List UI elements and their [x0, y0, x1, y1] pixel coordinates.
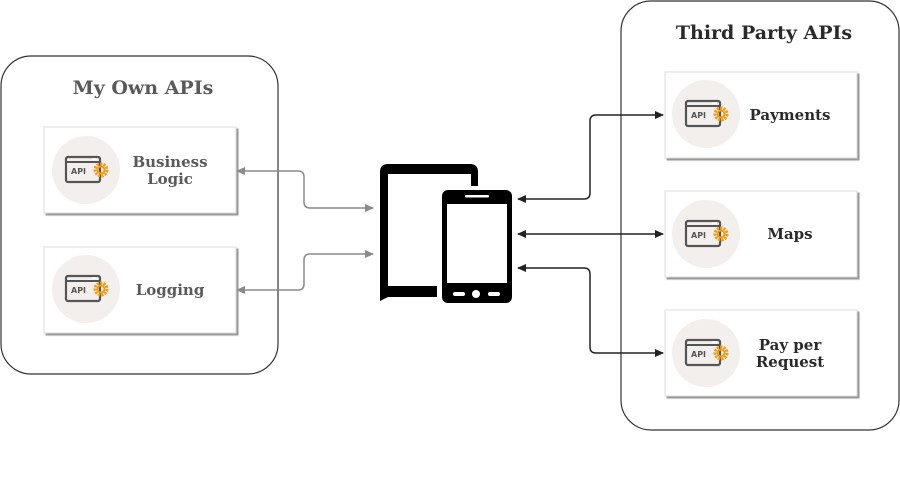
own-apis-group: My Own APIs Business Logic Logging [0, 55, 279, 375]
card-label: Request [756, 353, 824, 371]
own-apis-title: My Own APIs [73, 77, 214, 99]
api-gear-icon [670, 317, 742, 389]
card-business-logic[interactable]: Business Logic [43, 126, 237, 214]
third-party-apis-group: Third Party APIs Payments Maps Pay per R… [620, 0, 900, 431]
card-label: Pay per [759, 336, 823, 354]
api-gear-icon [670, 78, 742, 150]
arrow-logging [236, 250, 374, 294]
arrow-business-logic [236, 167, 374, 212]
card-label: Payments [749, 106, 830, 124]
arrow-payments [517, 111, 664, 203]
arrow-pay-per-request [517, 264, 664, 357]
card-payments[interactable]: Payments [664, 71, 858, 159]
tablet-phone-icon [380, 164, 512, 303]
connectors [236, 111, 664, 357]
card-label: Logging [136, 281, 205, 299]
card-label: Business [132, 153, 207, 171]
api-gear-icon [50, 134, 122, 206]
card-maps[interactable]: Maps [664, 190, 858, 278]
card-label: Maps [767, 225, 812, 243]
card-label: Logic [147, 170, 193, 188]
api-gear-icon [50, 253, 122, 325]
api-gear-icon [670, 198, 742, 270]
third-party-title: Third Party APIs [676, 22, 852, 44]
card-logging[interactable]: Logging [43, 246, 237, 334]
card-pay-per-request[interactable]: Pay per Request [664, 309, 858, 397]
